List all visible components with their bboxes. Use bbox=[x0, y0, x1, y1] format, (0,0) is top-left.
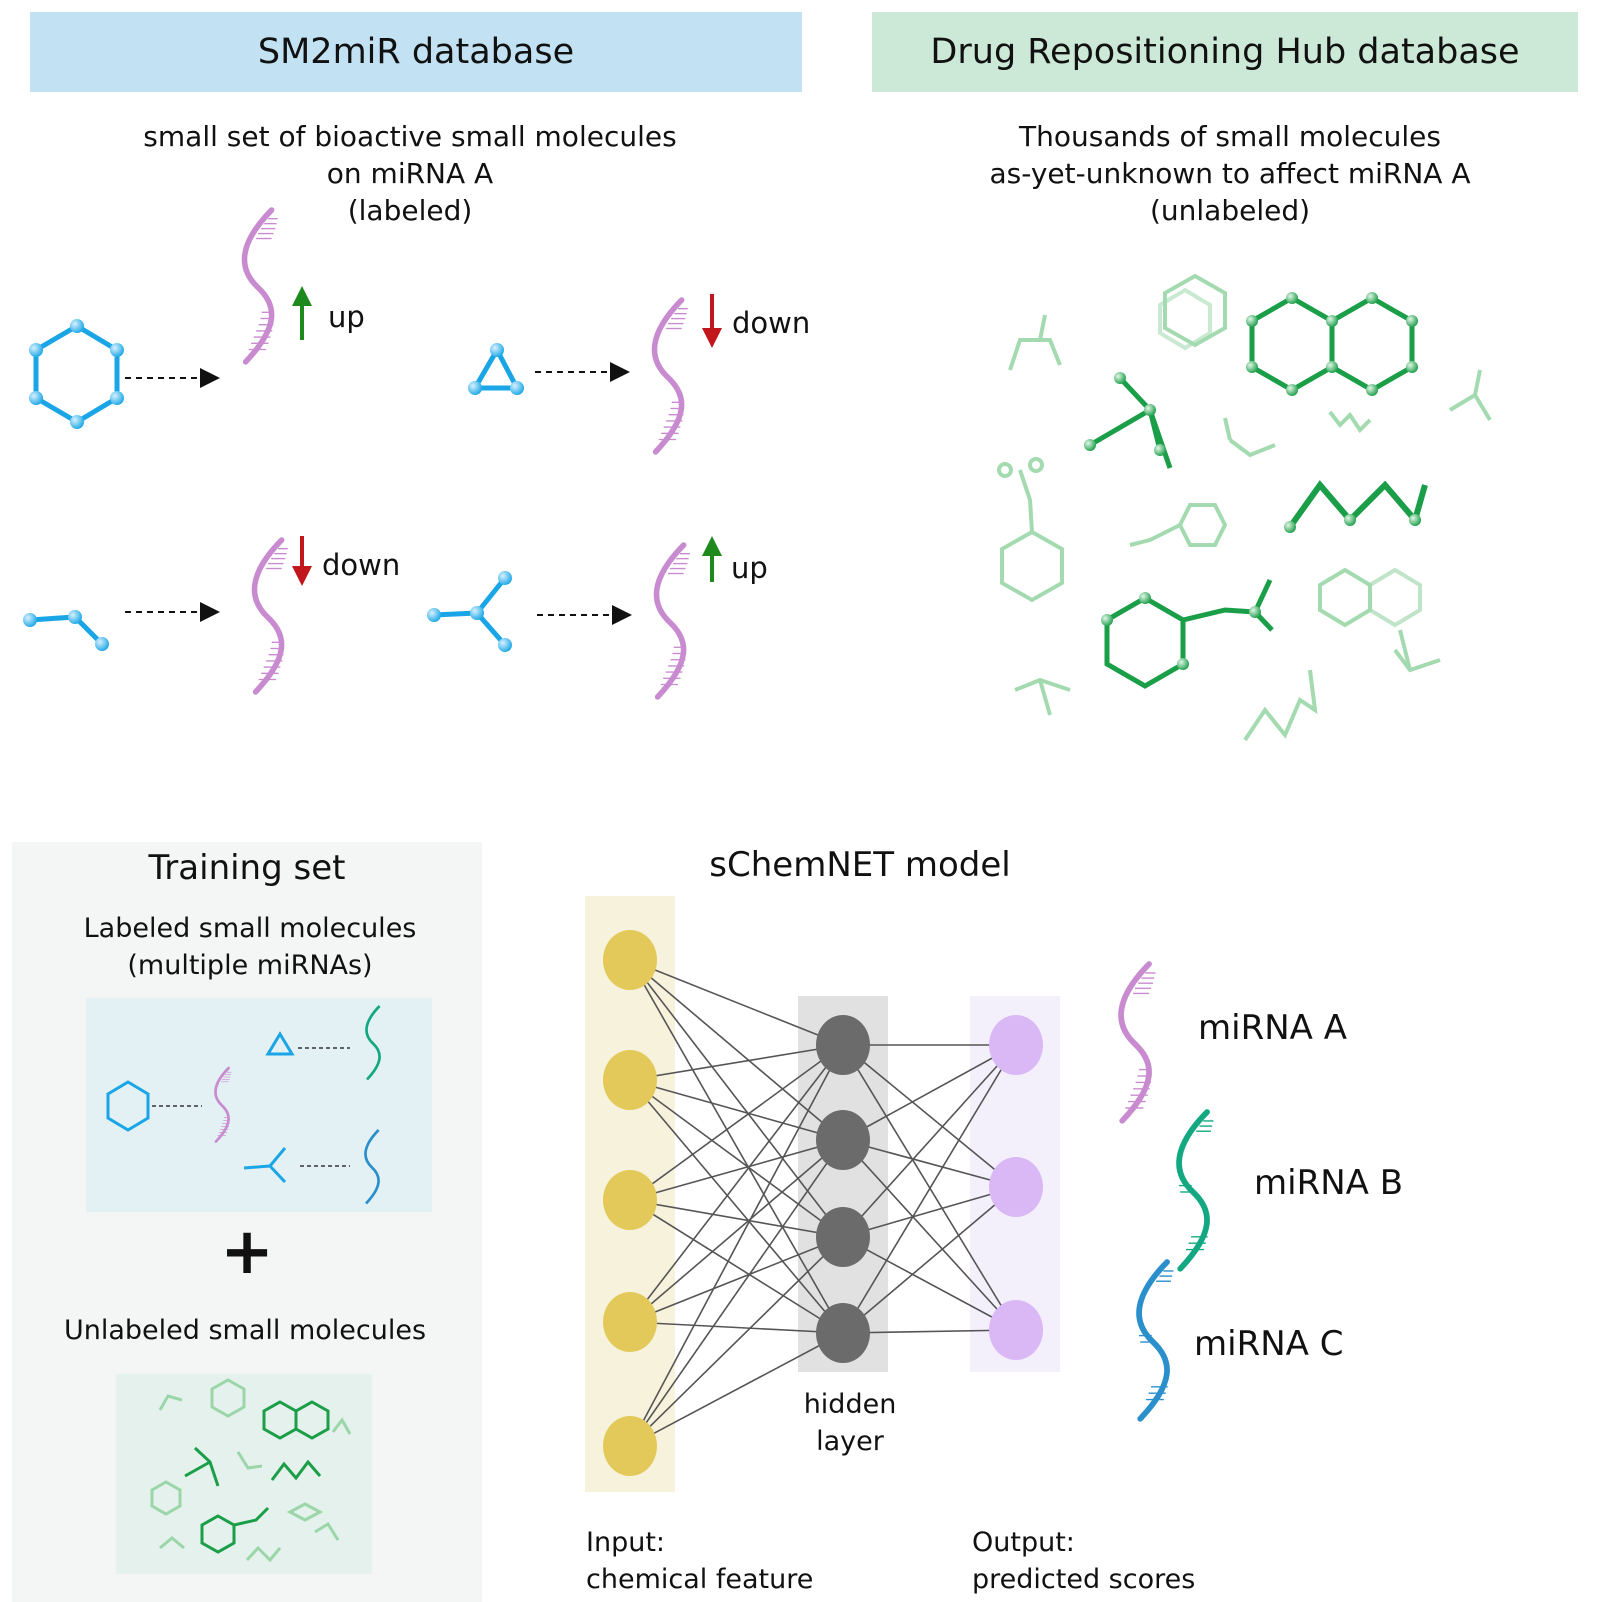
training-labeled-mini bbox=[106, 1005, 381, 1205]
labeled-molecule-hexagon bbox=[29, 319, 124, 429]
plus-sign: + bbox=[220, 1215, 274, 1289]
labeled-molecule-branched bbox=[427, 571, 512, 652]
up-arrow-icon bbox=[702, 536, 722, 582]
effect-label-2: down bbox=[732, 306, 811, 340]
hidden-node bbox=[816, 1015, 870, 1075]
network-edges bbox=[629, 959, 1017, 1447]
output-label-mirna-c: miRNA C bbox=[1194, 1324, 1344, 1364]
labeled-molecule-triangle bbox=[468, 343, 524, 395]
labeled-heading: Labeled small molecules (multiple miRNAs… bbox=[83, 913, 417, 981]
hidden-node bbox=[816, 1207, 870, 1267]
output-node bbox=[989, 1300, 1043, 1360]
hidden-layer-label: hidden layer bbox=[803, 1389, 897, 1457]
mirna-a-strand-1 bbox=[244, 210, 277, 362]
unlabeled-heading: Unlabeled small molecules bbox=[63, 1315, 427, 1346]
labeled-examples-box bbox=[86, 998, 432, 1212]
mirna-a-strand-2 bbox=[654, 300, 687, 452]
up-arrow-icon bbox=[292, 286, 312, 340]
mirna-a-strand-3 bbox=[254, 540, 287, 692]
sm2mir-banner-label: SM2miR database bbox=[257, 32, 575, 72]
training-unlabeled-mini bbox=[150, 1378, 352, 1563]
input-node bbox=[603, 930, 657, 990]
input-node bbox=[603, 1416, 657, 1476]
model-title: sChemNET model bbox=[709, 845, 1011, 885]
labeled-description: small set of bioactive small molecules o… bbox=[143, 120, 677, 227]
sm2mir-banner: SM2miR database bbox=[30, 12, 802, 92]
down-arrow-icon bbox=[702, 294, 722, 348]
interaction-arrows bbox=[125, 362, 632, 625]
output-label: Output: predicted scores bbox=[972, 1527, 1196, 1595]
unlabeled-molecule-cloud bbox=[997, 273, 1492, 742]
effect-label-4: up bbox=[731, 551, 768, 585]
input-node bbox=[603, 1170, 657, 1230]
hidden-node bbox=[816, 1303, 870, 1363]
unlabeled-description: Thousands of small molecules as-yet-unkn… bbox=[989, 120, 1471, 227]
effect-label-1: up bbox=[328, 300, 365, 334]
mirna-a-output-icon bbox=[1121, 964, 1155, 1121]
output-label-mirna-b: miRNA B bbox=[1254, 1163, 1404, 1203]
down-arrow-icon bbox=[292, 536, 312, 586]
naphthalene-molecule bbox=[1249, 295, 1415, 393]
effect-label-3: down bbox=[322, 548, 401, 582]
mirna-a-strand-4 bbox=[656, 545, 689, 697]
input-node bbox=[603, 1050, 657, 1110]
input-node bbox=[603, 1292, 657, 1352]
output-node bbox=[989, 1015, 1043, 1075]
output-node bbox=[989, 1157, 1043, 1217]
labeled-molecule-chain bbox=[23, 610, 109, 651]
drug-hub-banner: Drug Repositioning Hub database bbox=[872, 12, 1578, 92]
output-label-mirna-a: miRNA A bbox=[1198, 1008, 1347, 1048]
hidden-node bbox=[816, 1110, 870, 1170]
drug-hub-banner-label: Drug Repositioning Hub database bbox=[930, 32, 1520, 72]
training-set-title: Training set bbox=[148, 848, 346, 888]
input-label: Input: chemical feature bbox=[586, 1527, 814, 1595]
mirna-b-output-icon bbox=[1176, 1109, 1214, 1272]
mirna-c-output-icon bbox=[1136, 1259, 1174, 1422]
